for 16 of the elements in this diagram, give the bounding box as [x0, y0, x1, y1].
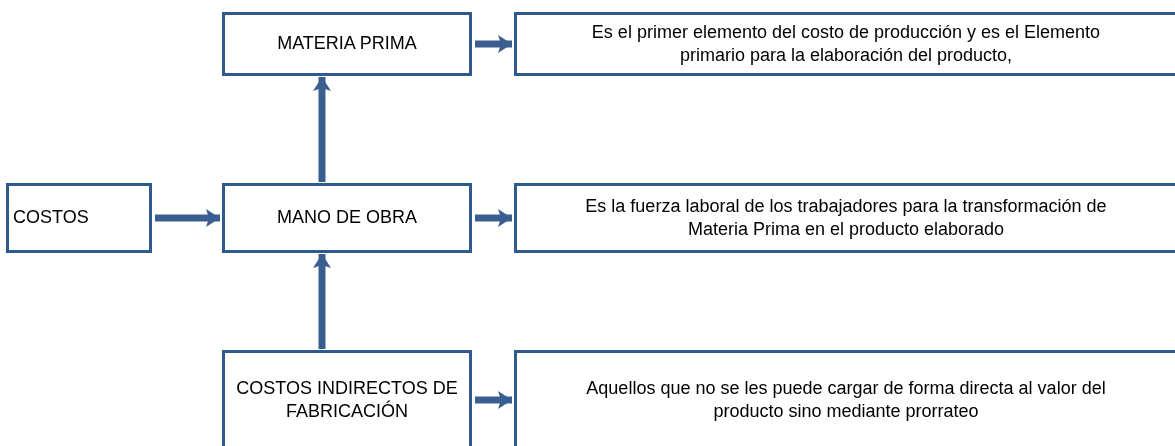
process-box: [222, 12, 472, 76]
box-text: Es la fuerza laboral de los trabajadores para la transformación de Materia Prima en el producto elaborado: [584, 194, 1108, 241]
box-text: MATERIA PRIMA: [277, 32, 417, 56]
process-box: [514, 350, 1175, 446]
box-text: Es el primer elemento del costo de producción y es el Elemento primario para la elaboración del producto,: [590, 20, 1102, 67]
box-text: COSTOS: [13, 206, 89, 230]
arrow: [313, 77, 331, 182]
box-text: Aquellos que no se les puede cargar de forma directa al valor del producto sino mediante prorrateo: [585, 376, 1107, 423]
process-box: [6, 183, 152, 253]
process-box: [222, 183, 472, 253]
box-text: COSTOS INDIRECTOS DE FABRICACIÓN: [235, 376, 459, 423]
arrow: [313, 254, 331, 349]
process-box: [222, 350, 472, 446]
box-text: MANO DE OBRA: [277, 206, 417, 230]
process-box: [514, 12, 1175, 76]
process-box: [514, 183, 1175, 253]
